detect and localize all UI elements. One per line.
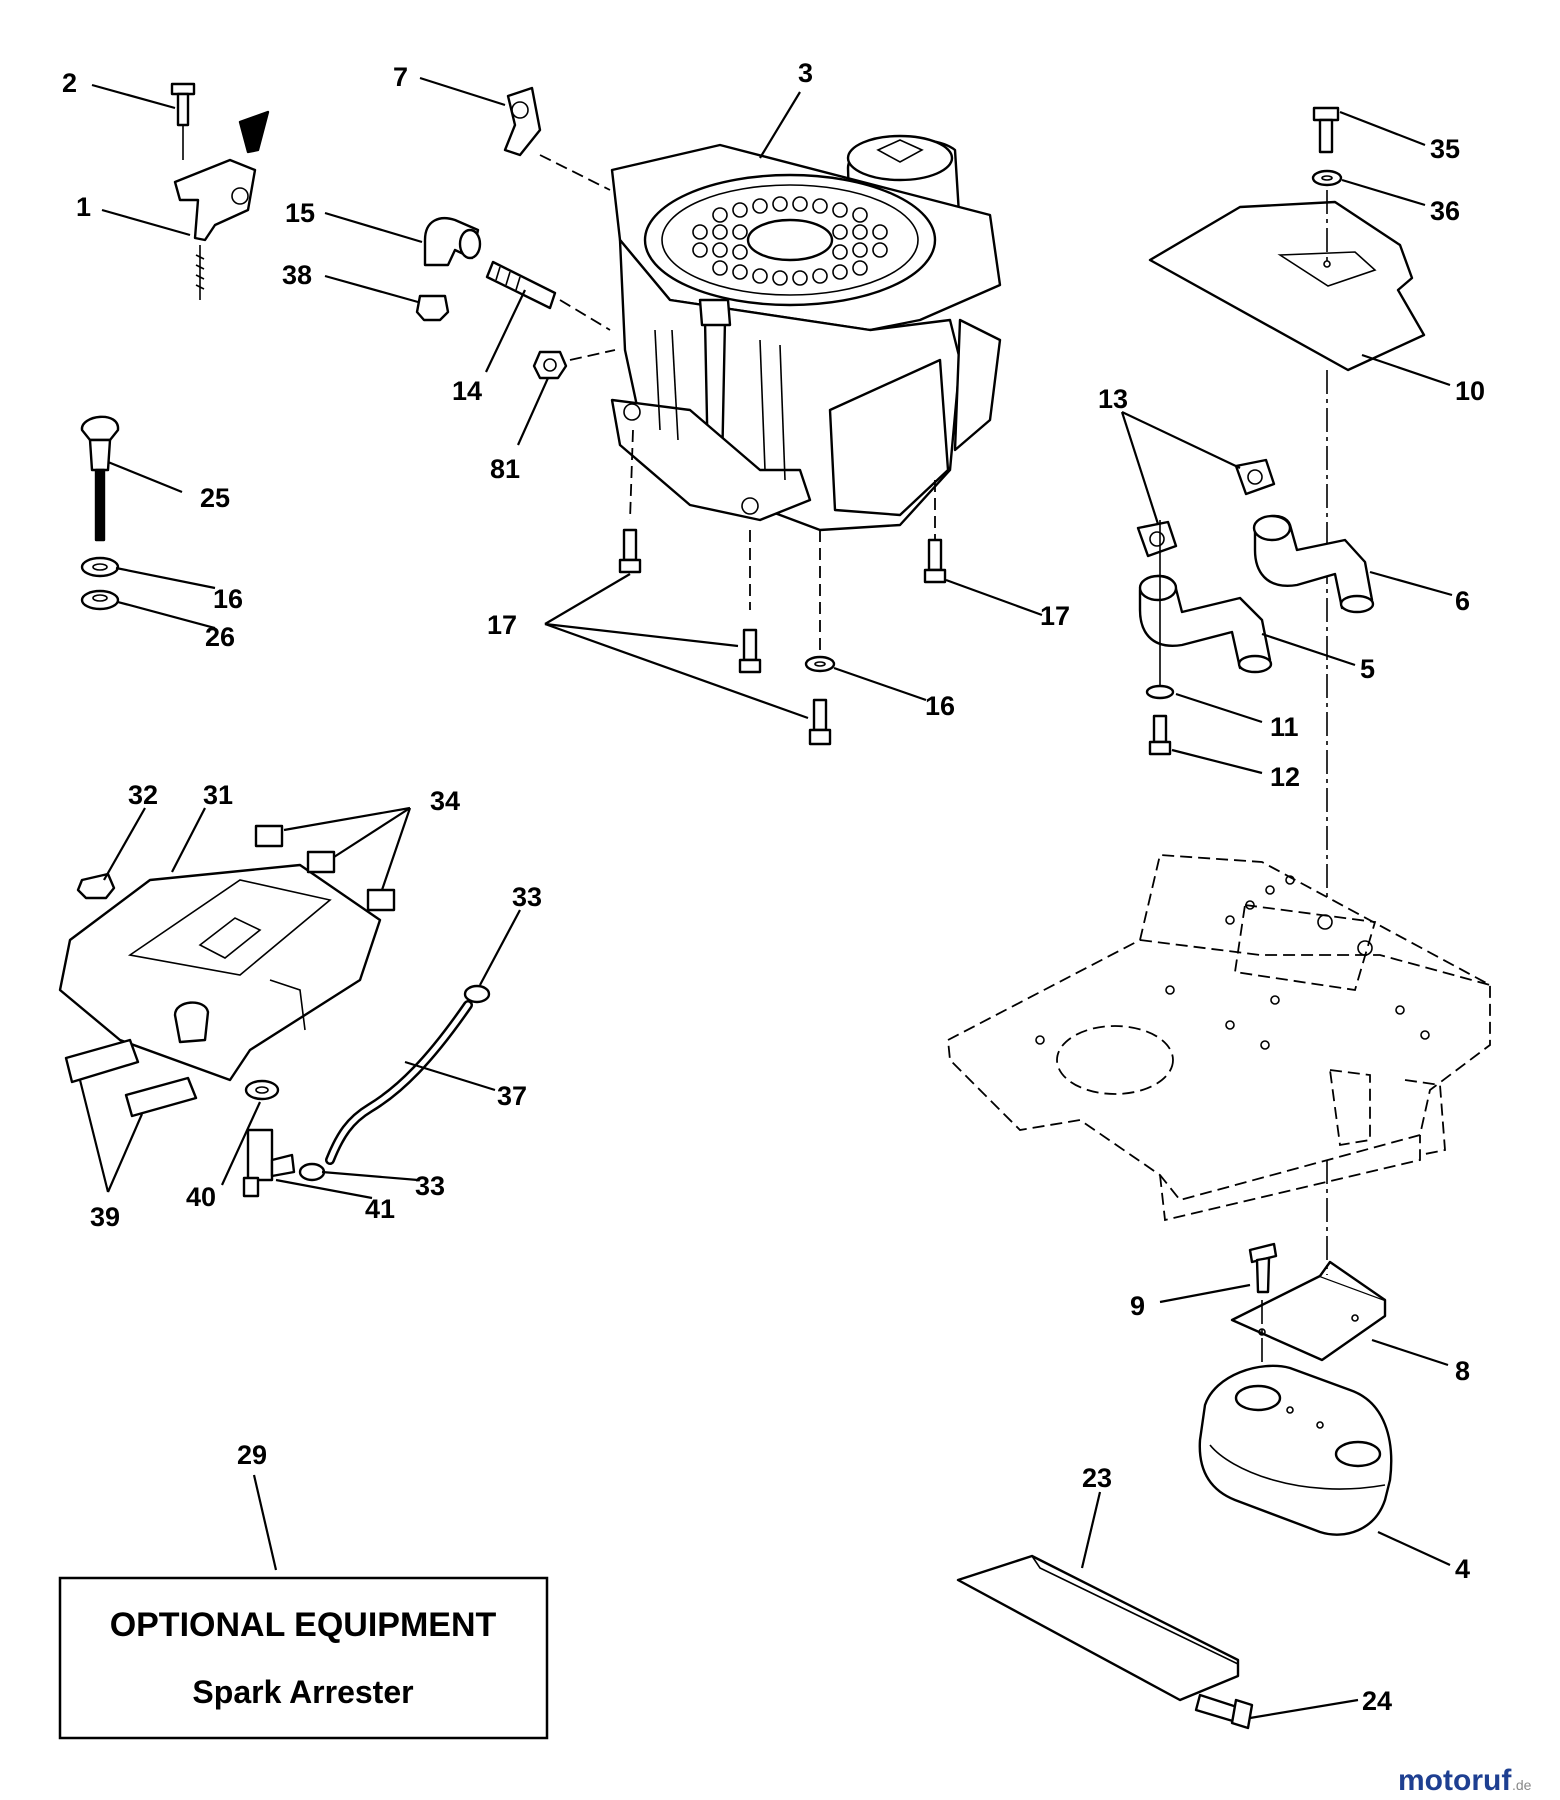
callout-36: 36 xyxy=(1430,196,1460,226)
callout-17-left: 17 xyxy=(487,610,517,640)
nipple-14 xyxy=(485,260,557,310)
callout-5: 5 xyxy=(1360,654,1375,684)
callout-39: 39 xyxy=(90,1202,120,1232)
exhaust-pipe-5 xyxy=(1138,574,1273,674)
callout-29: 29 xyxy=(237,1440,267,1470)
nut-81 xyxy=(532,350,568,380)
callout-81: 81 xyxy=(490,454,520,484)
callout-13: 13 xyxy=(1098,384,1128,414)
watermark-tld: .de xyxy=(1512,1777,1532,1793)
bolt-12 xyxy=(1148,714,1172,756)
bolt-17-d xyxy=(923,538,947,584)
screw-2 xyxy=(170,82,196,160)
callout-38: 38 xyxy=(282,260,312,290)
callout-15: 15 xyxy=(285,198,315,228)
bolt-17-c xyxy=(808,698,832,746)
lock-washer-16-center xyxy=(804,655,836,673)
lock-washer-16-left xyxy=(80,556,120,578)
optional-equipment-box: OPTIONAL EQUIPMENT Spark Arrester xyxy=(58,1576,549,1740)
fuel-cap-32 xyxy=(76,872,116,900)
callout-31: 31 xyxy=(203,780,233,810)
callout-16-left: 16 xyxy=(213,584,243,614)
callout-25: 25 xyxy=(200,483,230,513)
callout-11: 11 xyxy=(1270,712,1299,742)
fuel-tank-31 xyxy=(58,863,382,1082)
pad-39-a xyxy=(64,1038,140,1084)
callout-37: 37 xyxy=(497,1081,527,1111)
callout-10: 10 xyxy=(1455,376,1485,406)
callout-40: 40 xyxy=(186,1182,216,1212)
callout-34: 34 xyxy=(430,786,460,816)
pad-34-b xyxy=(306,850,336,874)
screw-24 xyxy=(1194,1693,1254,1730)
cap-38 xyxy=(415,294,450,322)
throttle-control-1 xyxy=(173,110,270,300)
muffler-4 xyxy=(1198,1364,1393,1536)
pad-34-a xyxy=(254,824,284,848)
dipstick-25 xyxy=(80,415,120,542)
elbow-fitting-15 xyxy=(423,217,482,267)
gasket-13-b xyxy=(1234,458,1276,496)
callout-14: 14 xyxy=(452,376,482,406)
callout-24: 24 xyxy=(1362,1686,1392,1716)
screw-9 xyxy=(1248,1242,1278,1294)
spark-arrester-screen-23 xyxy=(956,1554,1240,1702)
callout-26: 26 xyxy=(205,622,235,652)
frame-phantom xyxy=(947,854,1491,1222)
pad-39-b xyxy=(124,1076,198,1118)
callout-12: 12 xyxy=(1270,762,1300,792)
callout-8: 8 xyxy=(1455,1356,1470,1386)
washer-26 xyxy=(80,589,120,611)
gasket-13-a xyxy=(1136,520,1178,558)
callout-33-top: 33 xyxy=(512,882,542,912)
callout-32: 32 xyxy=(128,780,158,810)
pad-34-c xyxy=(366,888,396,912)
watermark-name: motoruf xyxy=(1398,1764,1512,1797)
callout-17-right: 17 xyxy=(1040,601,1070,631)
callout-4: 4 xyxy=(1455,1554,1470,1584)
watermark-logo: motoruf .de xyxy=(1398,1764,1532,1797)
callout-41: 41 xyxy=(365,1194,395,1224)
bushing-40 xyxy=(244,1079,280,1101)
hose-clamp-33-top xyxy=(463,984,491,1004)
hose-clamp-33-bottom xyxy=(298,1162,326,1182)
fuel-valve-41 xyxy=(242,1128,296,1198)
callout-9: 9 xyxy=(1130,1291,1145,1321)
callout-33-bottom: 33 xyxy=(415,1171,445,1201)
bolt-17-b xyxy=(738,628,762,674)
optional-equipment-title: OPTIONAL EQUIPMENT xyxy=(110,1606,497,1644)
muffler-bracket-8 xyxy=(1230,1260,1387,1362)
engine-grille xyxy=(643,173,937,307)
clamp-7 xyxy=(503,86,542,157)
engine xyxy=(610,134,1002,532)
fuel-line-37 xyxy=(325,1000,473,1165)
callout-3: 3 xyxy=(798,58,813,88)
washer-11 xyxy=(1145,684,1175,700)
leader-lines xyxy=(78,76,1453,1720)
callout-23: 23 xyxy=(1082,1463,1112,1493)
screw-35 xyxy=(1312,106,1340,154)
callout-16-center: 16 xyxy=(925,691,955,721)
bolt-17-a xyxy=(618,528,642,574)
callout-6: 6 xyxy=(1455,586,1470,616)
callout-35: 35 xyxy=(1430,134,1460,164)
callout-2: 2 xyxy=(62,68,77,98)
callout-numbers: 2 1 7 3 15 38 14 81 25 16 26 17 17 16 35… xyxy=(62,58,1485,1716)
washer-36 xyxy=(1311,169,1343,187)
callout-1: 1 xyxy=(76,192,91,222)
exhaust-pipe-6 xyxy=(1252,514,1375,614)
heat-shield-10 xyxy=(1148,200,1426,372)
callout-7: 7 xyxy=(393,62,408,92)
optional-equipment-subtitle: Spark Arrester xyxy=(192,1674,413,1710)
